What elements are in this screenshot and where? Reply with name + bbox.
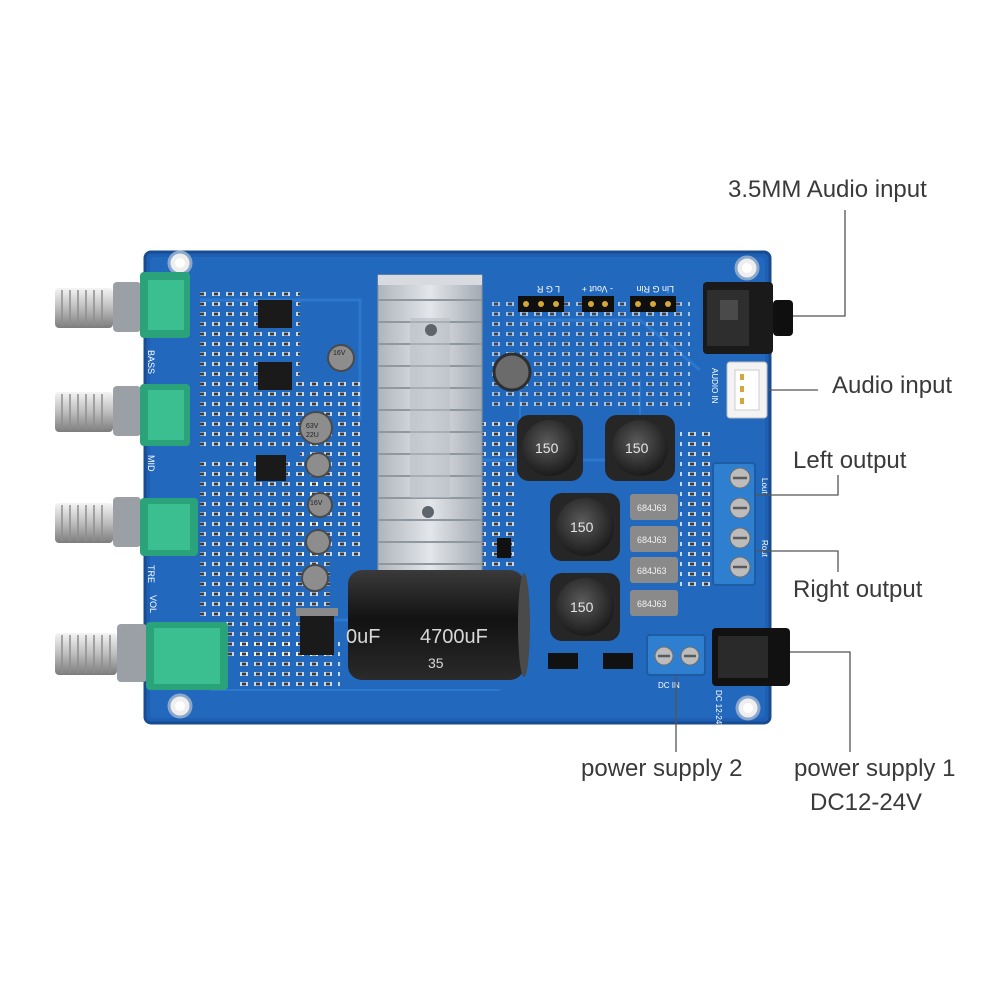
inductor-marking: 150	[570, 599, 594, 615]
rout-label: Rout	[760, 540, 769, 558]
volume-potentiometer[interactable]: VOL	[55, 595, 228, 690]
cap-marking-2: 63V	[306, 423, 319, 430]
power-supply-1-leader	[790, 651, 851, 752]
right-output-leader	[755, 550, 839, 572]
bass-label: BASS	[146, 350, 156, 374]
left-output-callout: Left output	[793, 447, 907, 474]
power-supply-2-callout: power supply 2	[581, 755, 743, 782]
cap-marking-3: 22U	[306, 432, 319, 439]
audio-input-header[interactable]: AUDIO IN	[710, 361, 768, 419]
speaker-terminal-block[interactable]: Lout Rout	[712, 462, 769, 586]
small-capacitors: 16V 63V 22U 16V	[299, 344, 532, 592]
audio-jack[interactable]	[703, 282, 793, 354]
dc-barrel-jack[interactable]: DC 12-24V	[712, 628, 790, 730]
inductor-2: 150	[605, 415, 675, 481]
film-cap-marking: 684J63	[637, 599, 667, 609]
volume-label: VOL	[148, 595, 158, 613]
lout-label: Lout	[760, 478, 769, 494]
mounting-holes	[167, 250, 761, 721]
film-cap-marking: 684J63	[637, 503, 667, 513]
audio-header-callout: Audio input	[832, 372, 953, 399]
main-capacitor: 0uF 4700uF 35	[346, 570, 530, 680]
potentiometers: BASS MID TRE	[55, 272, 228, 690]
inductor-1: 150	[517, 415, 583, 481]
inductor-4: 150	[550, 573, 620, 641]
smd-components	[200, 290, 710, 690]
input-header-label: L G R	[536, 284, 560, 294]
audio-in-label: AUDIO IN	[710, 368, 719, 404]
film-cap-marking: 684J63	[637, 535, 667, 545]
dc-in-label: DC IN	[658, 681, 680, 690]
dc-terminal-block[interactable]: DC IN	[646, 634, 706, 690]
audio-jack-leader	[793, 210, 846, 317]
left-output-leader	[755, 475, 839, 496]
heatsink	[377, 274, 483, 596]
vout-label: - Vout +	[582, 284, 613, 294]
power-supply-1-callout: power supply 1	[794, 755, 956, 782]
inductor-marking: 150	[535, 440, 559, 456]
bass-potentiometer[interactable]: BASS	[55, 272, 190, 374]
cap-value: 4700uF	[420, 626, 488, 648]
film-cap-marking: 684J63	[637, 566, 667, 576]
inductors: 150 150 150 150	[517, 415, 675, 641]
cap-marking-1: 16V	[333, 350, 346, 357]
cap-voltage: 35	[428, 655, 444, 671]
inductor-marking: 150	[570, 519, 594, 535]
right-output-callout: Right output	[793, 576, 923, 603]
input-label-right: Lin G Rin	[636, 284, 674, 294]
callout-lines	[675, 210, 851, 752]
audio-jack-callout: 3.5MM Audio input	[728, 176, 927, 203]
cap-value-partial: 0uF	[346, 626, 380, 648]
dc-voltage-label: DC 12-24V	[714, 690, 723, 730]
power-supply-1-voltage-callout: DC12-24V	[810, 789, 923, 816]
cap-marking-4: 16V	[310, 500, 323, 507]
mid-label: MID	[146, 455, 156, 472]
film-capacitors: 684J63 684J63 684J63 684J63	[630, 494, 678, 616]
inductor-3: 150	[550, 493, 620, 561]
mid-potentiometer[interactable]: MID	[55, 384, 190, 472]
treble-label: TRE	[146, 565, 156, 583]
treble-potentiometer[interactable]: TRE	[55, 497, 198, 583]
inductor-marking: 150	[625, 440, 649, 456]
top-headers: L G R - Vout + Lin G Rin	[518, 284, 676, 312]
